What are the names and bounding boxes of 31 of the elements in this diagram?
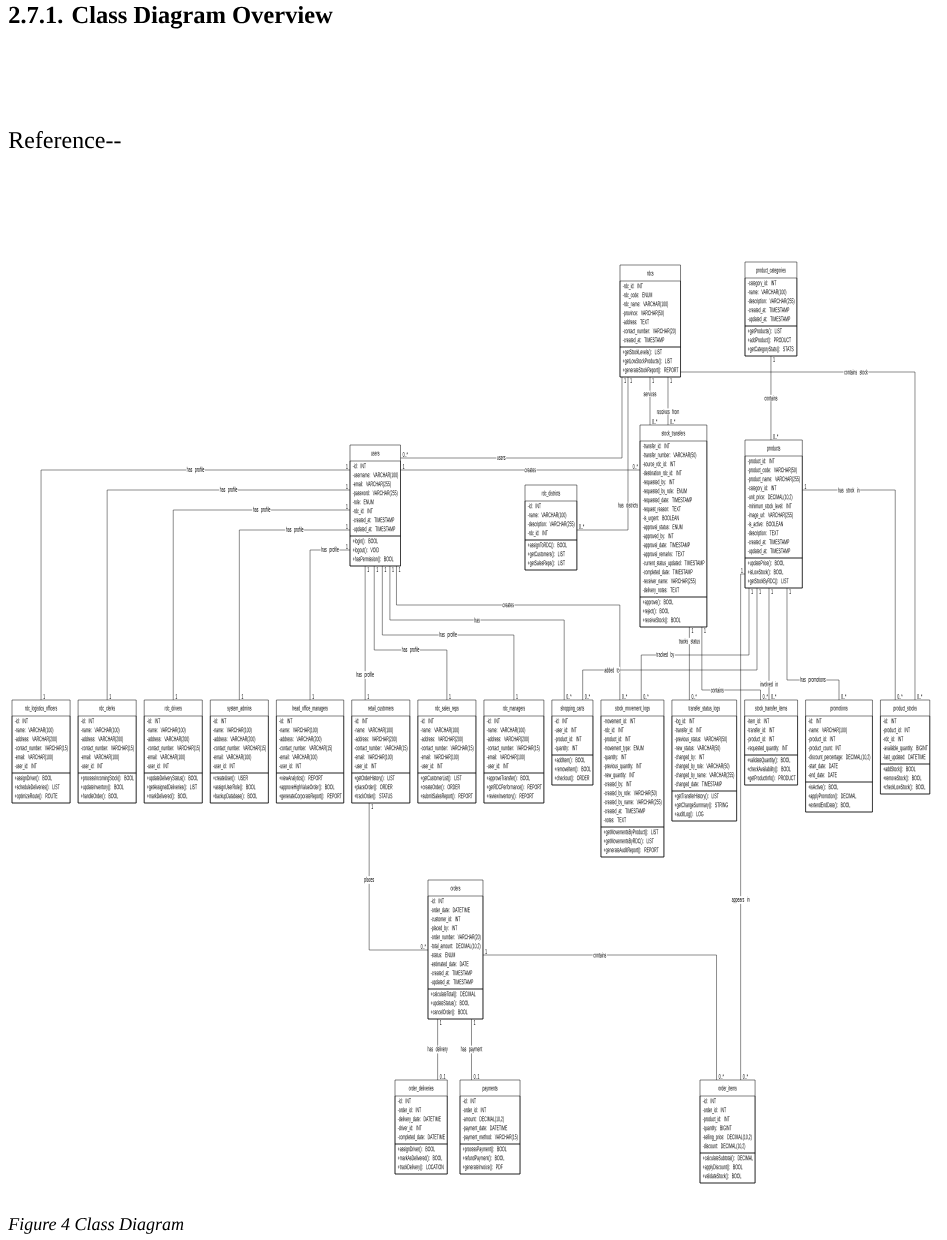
association-line — [239, 529, 351, 701]
association-line — [680, 371, 916, 701]
association-line — [689, 626, 690, 701]
association-line — [400, 469, 641, 471]
association-line — [576, 376, 629, 531]
association-line — [802, 489, 896, 701]
figure-caption: Figure 4 Class Diagram — [8, 1217, 184, 1234]
association-line — [309, 549, 351, 701]
association-line — [389, 565, 565, 701]
association-line — [364, 565, 366, 701]
association-line — [437, 1018, 438, 1081]
association-line — [382, 565, 515, 701]
association-line — [768, 587, 770, 701]
association-line — [368, 802, 429, 951]
association-line — [740, 573, 746, 1081]
association-line — [667, 376, 669, 426]
association-line — [649, 376, 651, 426]
association-line — [173, 509, 351, 701]
association-line — [482, 954, 717, 1081]
association-line — [770, 355, 772, 441]
association-line — [40, 469, 351, 701]
association-line — [374, 565, 448, 701]
association-line — [106, 489, 351, 701]
association-line — [641, 587, 750, 701]
reference-text: Reference-- — [8, 131, 121, 149]
association-line — [471, 1018, 472, 1081]
association-line — [400, 376, 623, 459]
association-line — [582, 587, 758, 701]
heading: 2.7.1. Class Diagram Overview — [9, 6, 333, 29]
association-line — [701, 626, 761, 701]
association-line — [396, 565, 621, 701]
